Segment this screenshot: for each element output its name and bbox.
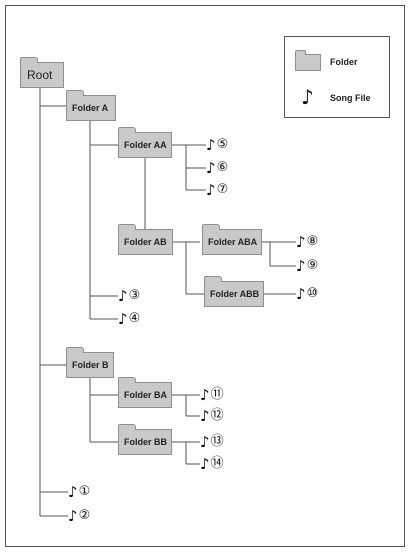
folder-bb-label: Folder BB — [124, 437, 168, 447]
music-note-icon: ♪ — [206, 136, 216, 154]
folder-aba: Folder ABA — [202, 224, 262, 255]
music-note-icon: ♪ — [206, 159, 216, 177]
music-note-icon: ♪ — [68, 483, 78, 501]
folder-aa-label: Folder AA — [124, 140, 167, 150]
song-number: ⑭ — [210, 456, 224, 471]
folder-root-label: Root — [27, 68, 53, 82]
music-note-icon: ♪ — [200, 433, 210, 451]
folder-abb: Folder ABB — [204, 276, 264, 307]
folder-aba-label: Folder ABA — [208, 237, 258, 247]
song-file-6: ♪⑥ — [206, 159, 228, 177]
folder-ba: Folder BA — [118, 377, 172, 408]
folder-b: Folder B — [66, 347, 114, 378]
song-file-8: ♪⑧ — [296, 233, 318, 251]
song-file-10: ♪⑩ — [296, 285, 318, 303]
song-file-7: ♪⑦ — [206, 181, 228, 199]
music-note-icon: ♪ — [118, 287, 128, 305]
folder-abb-label: Folder ABB — [210, 289, 260, 299]
song-file-4: ♪④ — [118, 310, 140, 328]
song-number: ⑨ — [306, 258, 319, 273]
song-number: ③ — [128, 288, 141, 303]
music-note-icon: ♪ — [206, 181, 216, 199]
music-note-icon: ♪ — [296, 285, 306, 303]
song-number: ① — [78, 484, 91, 499]
music-note-icon: ♪ — [68, 507, 78, 525]
music-note-icon: ♪ — [296, 233, 306, 251]
song-file-12: ♪⑫ — [200, 407, 224, 425]
song-file-13: ♪⑬ — [200, 433, 224, 451]
legend-folder-label: Folder — [330, 57, 358, 67]
folder-ab-label: Folder AB — [124, 237, 167, 247]
music-note-icon: ♪ — [200, 407, 210, 425]
folder-b-label: Folder B — [72, 360, 109, 370]
music-note-icon: ♪ — [296, 257, 306, 275]
song-file-11: ♪⑪ — [200, 386, 224, 404]
folder-icon — [295, 50, 321, 71]
song-number: ④ — [128, 311, 141, 326]
song-file-5: ♪⑤ — [206, 136, 228, 154]
folder-ab: Folder AB — [118, 224, 173, 255]
music-note-icon: ♪ — [301, 85, 314, 109]
song-file-2: ♪② — [68, 507, 90, 525]
music-note-icon: ♪ — [200, 386, 210, 404]
song-number: ⑫ — [210, 408, 224, 423]
song-file-14: ♪⑭ — [200, 455, 224, 473]
song-file-3: ♪③ — [118, 287, 140, 305]
song-number: ② — [78, 508, 91, 523]
song-number: ⑪ — [210, 387, 224, 402]
song-file-1: ♪① — [68, 483, 90, 501]
song-number: ⑤ — [216, 137, 229, 152]
song-file-9: ♪⑨ — [296, 257, 318, 275]
folder-a-label: Folder A — [72, 103, 109, 113]
folder-bb: Folder BB — [118, 424, 172, 455]
folder-a: Folder A — [66, 90, 116, 121]
song-number: ⑩ — [306, 286, 319, 301]
folder-aa: Folder AA — [118, 127, 172, 158]
music-note-icon: ♪ — [118, 310, 128, 328]
music-note-icon: ♪ — [200, 455, 210, 473]
song-number: ⑧ — [306, 234, 319, 249]
song-number: ⑬ — [210, 434, 224, 449]
legend-box: Folder ♪ Song File — [284, 36, 390, 118]
legend-song-label: Song File — [330, 93, 371, 103]
folder-ba-label: Folder BA — [124, 390, 168, 400]
song-number: ⑦ — [216, 182, 229, 197]
song-number: ⑥ — [216, 160, 229, 175]
folder-root: Root — [20, 57, 64, 88]
